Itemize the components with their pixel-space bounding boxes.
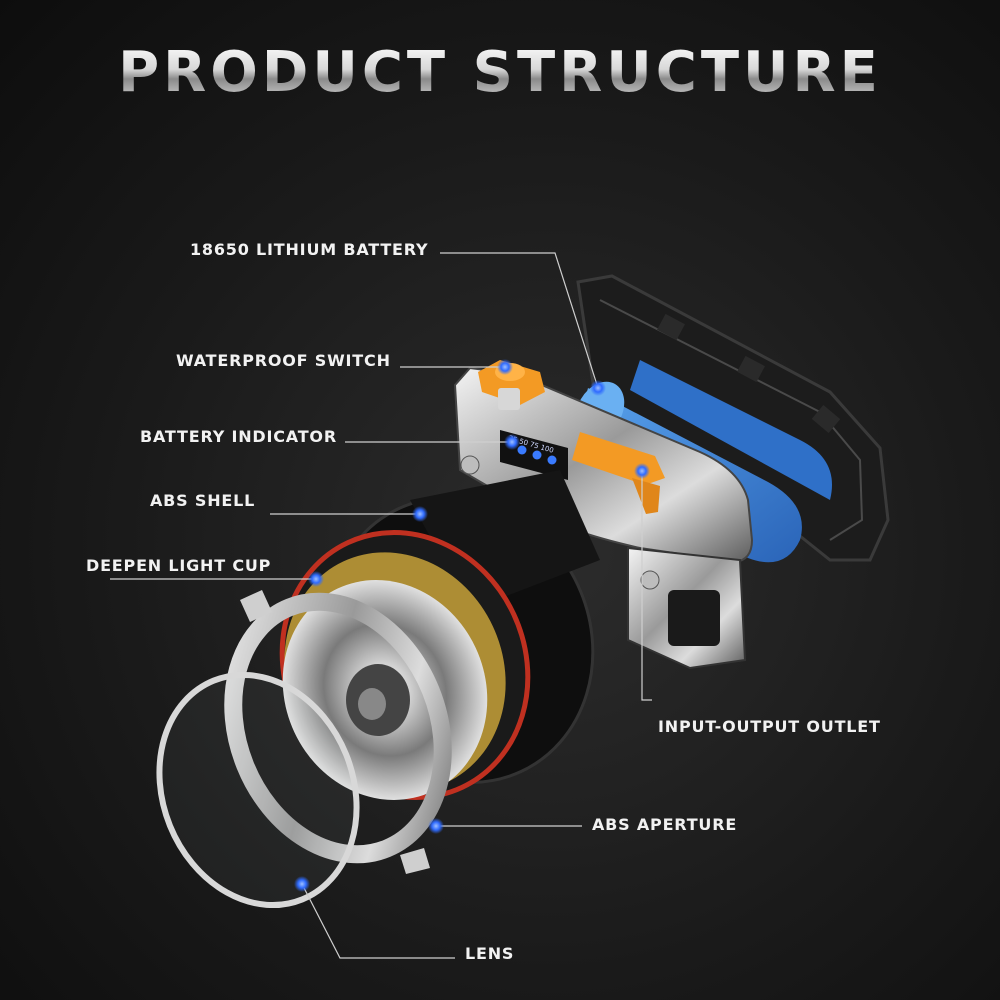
aperture-ring [224,590,452,874]
page-title: PRODUCT STRUCTURE [0,40,1000,105]
lens-disc [156,671,360,909]
dot-shell [412,506,428,522]
label-light-cup: DEEPEN LIGHT CUP [86,556,272,575]
label-battery: 18650 LITHIUM BATTERY [190,240,429,259]
label-lens: LENS [465,944,515,963]
leader-lens [301,883,455,959]
indicator-led-3 [547,455,557,465]
dot-light-cup [308,571,324,587]
dot-battery [590,380,606,396]
indicator-led-1 [517,445,527,455]
dot-aperture [428,818,444,834]
callout-dots [294,359,650,892]
dot-switch [497,359,513,375]
dot-lens [294,876,310,892]
label-outlet: INPUT-OUTPUT OUTLET [658,717,881,736]
label-aperture: ABS APERTURE [592,815,738,834]
leader-outlet [641,471,652,701]
leader-battery [440,252,599,389]
label-indicator: BATTERY INDICATOR [140,427,337,446]
callout-lines [110,252,652,959]
indicator-led-2 [532,450,542,460]
label-shell: ABS SHELL [150,491,256,510]
dot-outlet [634,463,650,479]
dot-indicator [504,434,520,450]
label-switch: WATERPROOF SWITCH [176,351,391,370]
